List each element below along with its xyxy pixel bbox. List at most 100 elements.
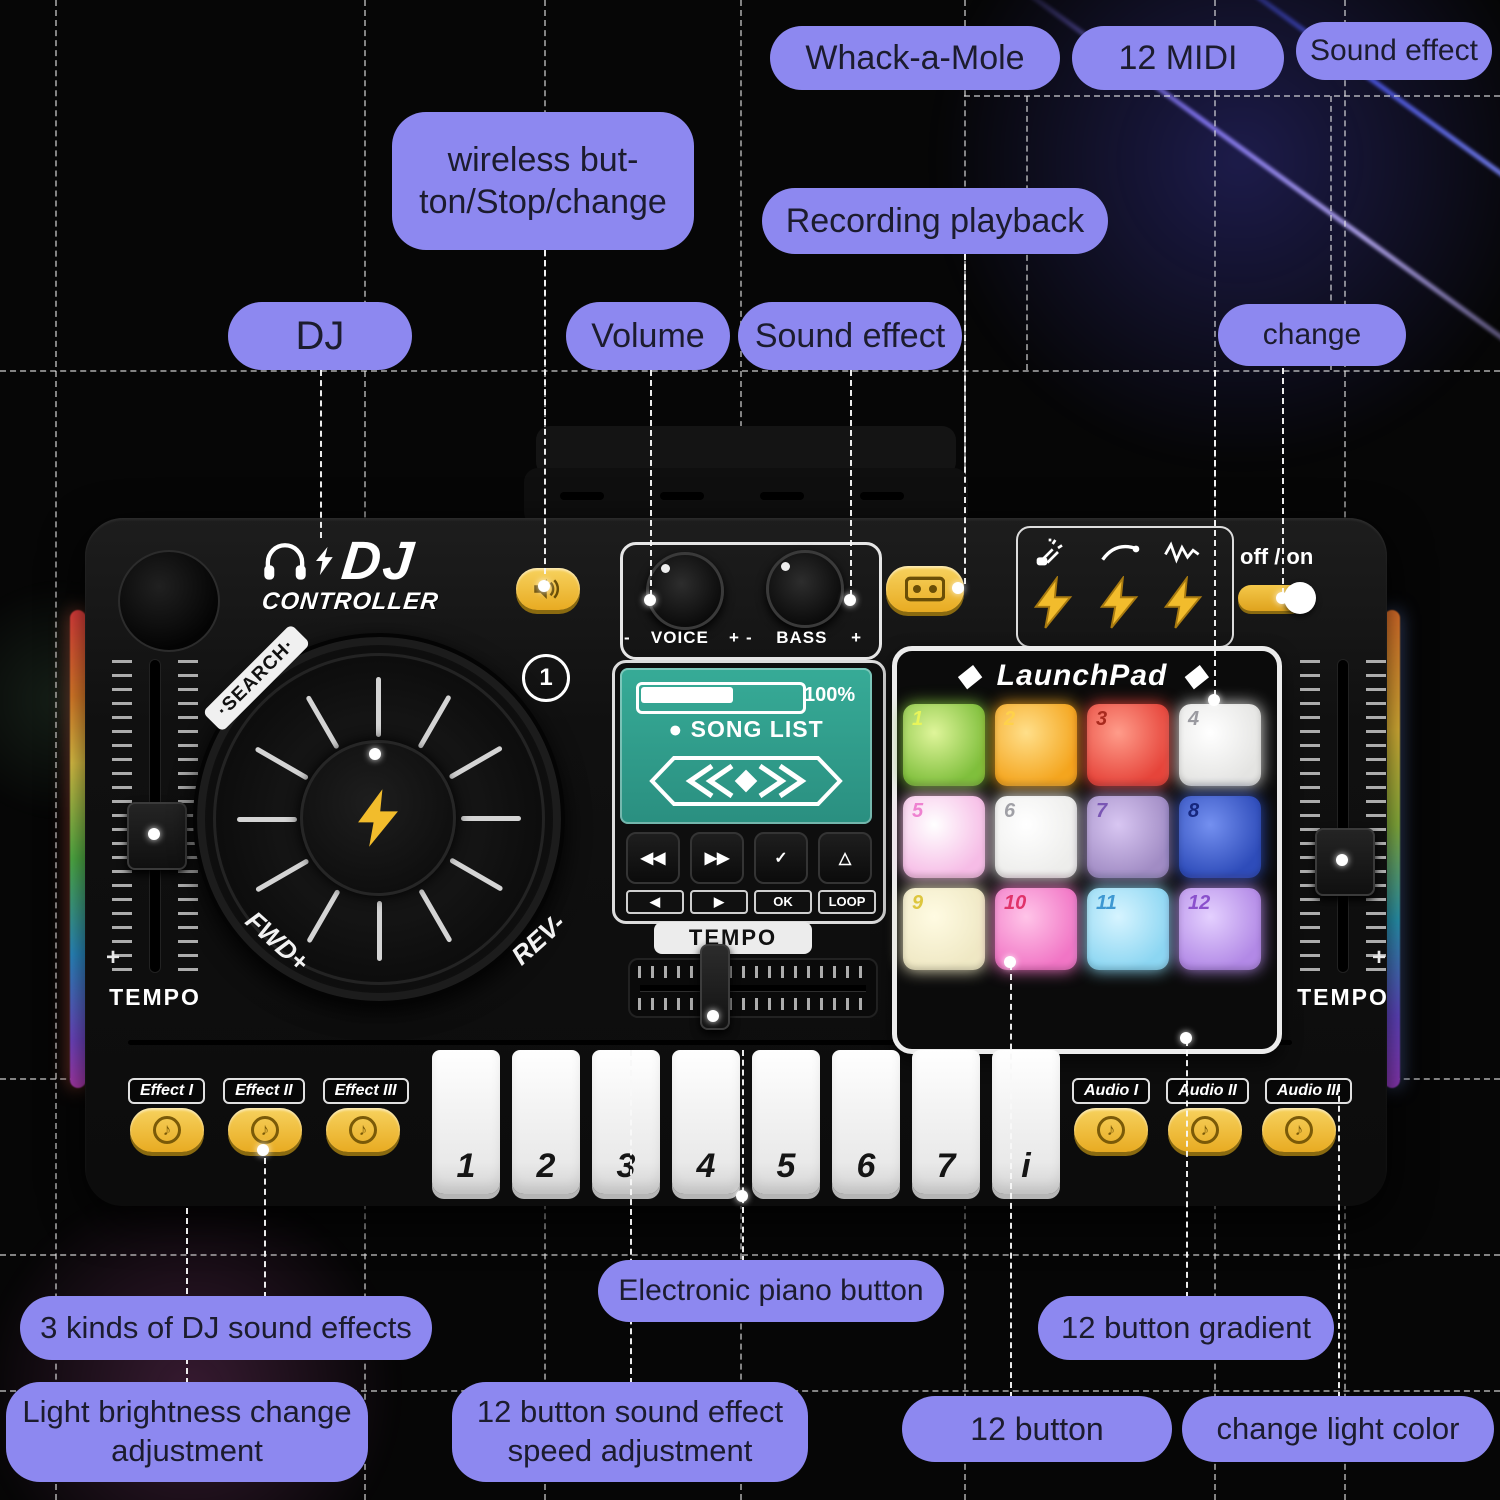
- lightning-button-icon[interactable]: [1096, 576, 1142, 630]
- pad-number: 2: [1004, 708, 1016, 730]
- stand-handle: [536, 426, 956, 476]
- launchpad-pad[interactable]: 10: [995, 888, 1077, 970]
- launchpad-pad[interactable]: 3: [1087, 704, 1169, 786]
- transport-button[interactable]: ✓: [754, 832, 808, 884]
- key-label: i: [1021, 1147, 1031, 1185]
- piano-key[interactable]: 3: [592, 1050, 660, 1194]
- connector-dot: [148, 828, 160, 840]
- plus-sign: +: [729, 628, 740, 647]
- left-light-strip: [70, 610, 86, 1088]
- music-note-icon: ♪: [251, 1116, 279, 1144]
- connector-dot: [1180, 1032, 1192, 1044]
- left-tempo-slider[interactable]: [112, 660, 198, 972]
- callout-line: wireless but-: [447, 140, 639, 179]
- progress-percent: 100%: [804, 684, 856, 706]
- diamond-icon: ◆: [956, 659, 981, 692]
- connector-line: [320, 370, 322, 538]
- handle-slot: [560, 492, 604, 500]
- callout-sound-effect-mid: Sound effect: [738, 302, 962, 370]
- launchpad-pad[interactable]: 12: [1179, 888, 1261, 970]
- audio-button-3[interactable]: ♪: [1262, 1108, 1336, 1152]
- right-tempo-slider[interactable]: [1300, 660, 1386, 972]
- piano-key[interactable]: 6: [832, 1050, 900, 1194]
- callout-dj: DJ: [228, 302, 412, 370]
- audio-label: Audio II: [1166, 1078, 1249, 1104]
- launchpad-pad[interactable]: 2: [995, 704, 1077, 786]
- wheel-spoke: [417, 694, 452, 749]
- audio-button-1[interactable]: ♪: [1074, 1108, 1148, 1152]
- transport-button[interactable]: ◀◀: [626, 832, 680, 884]
- tempo-slider-handle[interactable]: [700, 944, 730, 1030]
- launchpad-grid: 1 2 3 4 5 6 7 8 9 10 11 12: [903, 704, 1261, 970]
- music-note-icon: ♪: [349, 1116, 377, 1144]
- launchpad-pad[interactable]: 7: [1087, 796, 1169, 878]
- connector-dot: [1004, 956, 1016, 968]
- handle-slot: [660, 492, 704, 500]
- launchpad-pad[interactable]: 8: [1179, 796, 1261, 878]
- toggle-knob[interactable]: [1284, 582, 1316, 614]
- connector-dot: [707, 1010, 719, 1022]
- bass-knob-label: - BASS +: [742, 628, 866, 648]
- audio-button-2[interactable]: ♪: [1168, 1108, 1242, 1152]
- wheel-spoke: [461, 816, 521, 821]
- launchpad-pad[interactable]: 1: [903, 704, 985, 786]
- effect-button-3[interactable]: ♪: [326, 1108, 400, 1152]
- wheel-spoke: [418, 888, 453, 943]
- callout-wireless: wireless but- ton/Stop/change: [392, 112, 694, 250]
- note-glyph: ♪: [1106, 1120, 1116, 1139]
- cassette-icon: [905, 576, 945, 602]
- transport-label-text: ◀: [650, 894, 660, 909]
- voice-knob[interactable]: [646, 552, 724, 630]
- piano-key[interactable]: 4: [672, 1050, 740, 1194]
- song-list-text: SONG LIST: [690, 716, 824, 742]
- pad-number: 5: [912, 800, 924, 822]
- piano-key[interactable]: 7: [912, 1050, 980, 1194]
- note-glyph: ♪: [358, 1120, 368, 1139]
- diamond-icon: ◆: [1183, 659, 1208, 692]
- callout-12-button-speed: 12 button sound effect speed adjustment: [452, 1382, 808, 1482]
- bass-knob[interactable]: [766, 550, 844, 628]
- transport-glyph: ▶▶: [704, 850, 730, 867]
- launchpad-pad[interactable]: 9: [903, 888, 985, 970]
- piano-key[interactable]: 2: [512, 1050, 580, 1194]
- effect-label-text: Effect II: [235, 1082, 293, 1099]
- callout-12-button-gradient: 12 button gradient: [1038, 1296, 1334, 1360]
- tempo-slider-label: TEMPO: [654, 922, 812, 954]
- wheel-spoke: [376, 677, 381, 737]
- recording-playback-button[interactable]: [886, 566, 964, 612]
- jog-wheel-hub[interactable]: [300, 740, 456, 896]
- launchpad-pad[interactable]: 4: [1179, 704, 1261, 786]
- launchpad-pad[interactable]: 11: [1087, 888, 1169, 970]
- wheel-spoke: [448, 745, 503, 780]
- effect-label: Effect III: [322, 1078, 409, 1104]
- plus-sign: +: [1372, 944, 1387, 971]
- launchpad-pad[interactable]: 6: [995, 796, 1077, 878]
- callout-change: change: [1218, 304, 1406, 366]
- lightning-button-icon[interactable]: [1160, 576, 1206, 630]
- launchpad-pad[interactable]: 5: [903, 796, 985, 878]
- note-glyph: ♪: [260, 1120, 270, 1139]
- transport-button[interactable]: ▶▶: [690, 832, 744, 884]
- tempo-horizontal-slider[interactable]: [628, 958, 878, 1018]
- slider-ticks: [112, 660, 132, 972]
- lightning-button-icon[interactable]: [1030, 576, 1076, 630]
- speaker-grille: [118, 550, 220, 652]
- slider-ticks: [638, 966, 868, 978]
- slide-icon: [1101, 545, 1140, 561]
- transport-label: ▶: [690, 890, 748, 914]
- power-toggle[interactable]: [1238, 582, 1334, 614]
- transport-button[interactable]: △: [818, 832, 872, 884]
- connector-dot: [538, 580, 550, 592]
- bass-label: BASS: [776, 628, 828, 647]
- connector-line: [1282, 368, 1284, 594]
- transport-glyph: ◀◀: [640, 850, 666, 867]
- piano-key[interactable]: 5: [752, 1050, 820, 1194]
- piano-key[interactable]: i: [992, 1050, 1060, 1194]
- piano-key[interactable]: 1: [432, 1050, 500, 1194]
- bullet-icon: ●: [668, 716, 684, 742]
- connector-line: [264, 1158, 266, 1298]
- effect-button-1[interactable]: ♪: [130, 1108, 204, 1152]
